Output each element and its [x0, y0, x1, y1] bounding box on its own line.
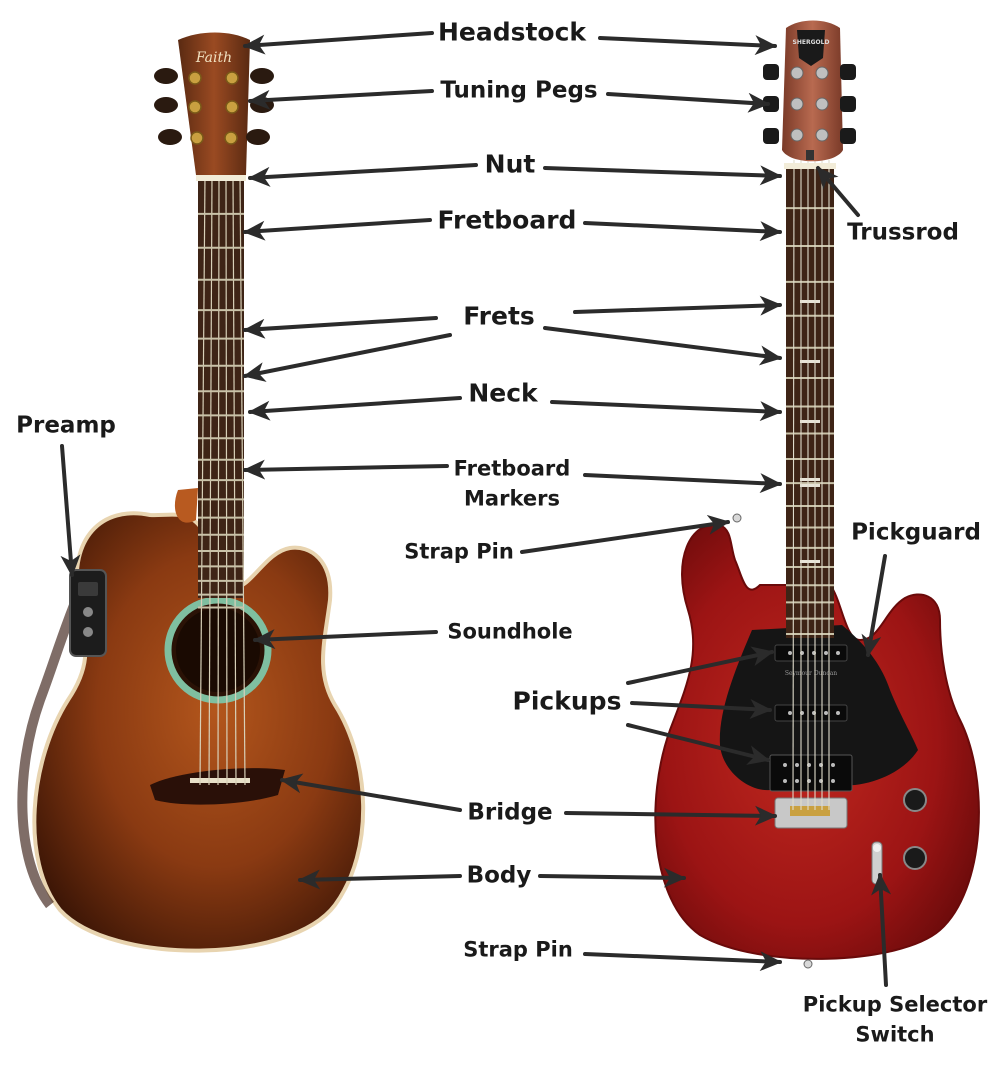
acoustic-body-side: [17, 593, 83, 909]
label-body: Body: [466, 862, 532, 889]
acoustic-nut: [196, 175, 246, 181]
electric-nut: [784, 163, 836, 169]
label-nut: Nut: [484, 149, 536, 179]
control-knobs: [903, 788, 927, 870]
label-fretboard-markers-line1: Fretboard: [453, 456, 571, 481]
acoustic-bridge: [150, 768, 285, 805]
label-pickup-selector-switch: Pickup Selector Switch: [803, 990, 987, 1051]
label-headstock: Headstock: [437, 17, 587, 47]
label-tuning-pegs: Tuning Pegs: [440, 77, 598, 104]
label-pickup-selector-line2: Switch: [855, 1023, 935, 1047]
label-fretboard-markers: Fretboard Markers: [454, 454, 571, 515]
label-preamp: Preamp: [16, 412, 116, 439]
label-neck: Neck: [468, 378, 538, 408]
label-pickup-selector-line1: Pickup Selector: [802, 992, 988, 1017]
strap-pin-top: [732, 513, 742, 523]
electric-headstock-logo: SHERGOLD: [793, 39, 830, 46]
label-pickups: Pickups: [512, 686, 622, 716]
acoustic-tuning-pegs: [188, 71, 239, 145]
label-trussrod: Trussrod: [847, 219, 959, 246]
label-fretboard-markers-line2: Markers: [464, 487, 560, 511]
label-strap-pin-bottom: Strap Pin: [463, 937, 573, 962]
electric-tuning-pegs: [790, 66, 829, 142]
label-bridge: Bridge: [467, 799, 553, 826]
label-soundhole: Soundhole: [447, 619, 573, 644]
callout-arrows: [60, 31, 892, 987]
label-pickguard: Pickguard: [851, 519, 981, 546]
trussrod-cover: [806, 150, 814, 160]
electric-guitar: Seymour Duncan: [654, 20, 980, 969]
strap-pin-bottom: [803, 959, 813, 969]
label-fretboard: Fretboard: [437, 205, 577, 235]
electric-fret-markers: [800, 300, 820, 563]
electric-headstock: [782, 20, 843, 162]
label-frets: Frets: [463, 301, 535, 331]
acoustic-guitar: Faith: [17, 32, 366, 953]
acoustic-headstock-logo: Faith: [195, 50, 232, 66]
label-strap-pin-top: Strap Pin: [404, 539, 514, 564]
pickup-brand-text: Seymour Duncan: [785, 670, 837, 677]
